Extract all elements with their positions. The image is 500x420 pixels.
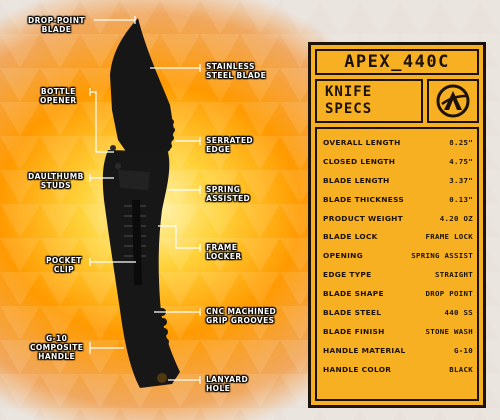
spec-value: 8.25": [449, 137, 473, 147]
spec-row: BLADE LOCK FRAME LOCK: [323, 227, 473, 246]
spec-row: CLOSED LENGTH 4.75": [323, 152, 473, 171]
spec-label: CLOSED LENGTH: [323, 156, 396, 166]
callout-daul-thumb-studs: DAULTHUMB STUDS: [28, 172, 84, 190]
callout-frame-locker: FRAME LOCKER: [206, 243, 242, 261]
pocket-clip-shape: [132, 200, 142, 285]
callout-stainless-steel-blade: STAINLESS STEEL BLADE: [206, 62, 267, 80]
spec-label: BLADE LOCK: [323, 232, 378, 242]
apex-a-logo-icon: [436, 84, 470, 118]
callout-g10-composite-handle: G-10 COMPOSITE HANDLE: [30, 334, 84, 361]
callout-drop-point-blade: DROP-POINT BLADE: [28, 16, 85, 34]
spec-value: FRAME LOCK: [425, 232, 473, 242]
spec-label: HANDLE COLOR: [323, 364, 392, 374]
knife-illustration: [102, 18, 180, 388]
spec-value: 4.75": [449, 156, 473, 166]
spec-label: HANDLE MATERIAL: [323, 345, 406, 355]
spec-value: BLACK: [449, 364, 473, 374]
spec-row: BLADE FINISH STONE WASH: [323, 322, 473, 341]
spec-row: OPENING SPRING ASSIST: [323, 246, 473, 265]
product-title: APEX_440C: [344, 52, 450, 72]
spec-label: OVERALL LENGTH: [323, 137, 401, 147]
spec-row: HANDLE COLOR BLACK: [323, 360, 473, 379]
spec-row: EDGE TYPE STRAIGHT: [323, 265, 473, 284]
callout-serrated-edge: SERRATED EDGE: [206, 136, 253, 154]
spec-table: OVERALL LENGTH 8.25" CLOSED LENGTH 4.75" BLA…: [315, 127, 479, 401]
spec-label: PRODUCT WEIGHT: [323, 213, 404, 223]
spec-label: BLADE SHAPE: [323, 289, 384, 299]
callout-cnc-grip-grooves: CNC MACHINED GRIP GROOVES: [206, 307, 277, 325]
callout-spring-assisted: SPRING ASSISTED: [206, 185, 251, 203]
specs-heading: KNIFE SPECS: [315, 79, 423, 123]
callout-pocket-clip: POCKET CLIP: [46, 256, 82, 274]
spec-value: G-10: [454, 345, 473, 355]
spec-value: DROP POINT: [425, 289, 473, 299]
spec-value: 0.13": [449, 194, 473, 204]
callout-bottle-opener: BOTTLE OPENER: [40, 87, 77, 105]
spec-row: HANDLE MATERIAL G-10: [323, 341, 473, 360]
logo-box: [427, 79, 479, 123]
knife-blade: [110, 18, 174, 160]
product-title-box: APEX_440C: [315, 49, 479, 75]
spec-row: OVERALL LENGTH 8.25": [323, 133, 473, 152]
spec-row: BLADE THICKNESS 0.13": [323, 190, 473, 209]
spec-label: BLADE STEEL: [323, 307, 382, 317]
spec-panel: APEX_440C KNIFE SPECS OVERALL LENGTH 8.25…: [308, 42, 486, 408]
spec-value: 3.37": [449, 175, 473, 185]
spec-label: BLADE THICKNESS: [323, 194, 404, 204]
spec-label: BLADE LENGTH: [323, 175, 390, 185]
spec-label: BLADE FINISH: [323, 326, 385, 336]
spec-label: EDGE TYPE: [323, 270, 372, 280]
spec-value: 4.20 OZ: [439, 213, 473, 223]
spec-value: SPRING ASSIST: [411, 251, 473, 261]
spec-value: STONE WASH: [425, 326, 473, 336]
spec-value: STRAIGHT: [435, 270, 473, 280]
spec-row: BLADE SHAPE DROP POINT: [323, 284, 473, 303]
spec-row: PRODUCT WEIGHT 4.20 OZ: [323, 209, 473, 228]
spec-row: BLADE STEEL 440 SS: [323, 303, 473, 322]
callout-lanyard-hole: LANYARD HOLE: [206, 375, 249, 393]
spec-value: 440 SS: [444, 307, 473, 317]
leader-lines: [89, 16, 201, 384]
spec-label: OPENING: [323, 251, 364, 261]
spec-row: BLADE LENGTH 3.37": [323, 171, 473, 190]
